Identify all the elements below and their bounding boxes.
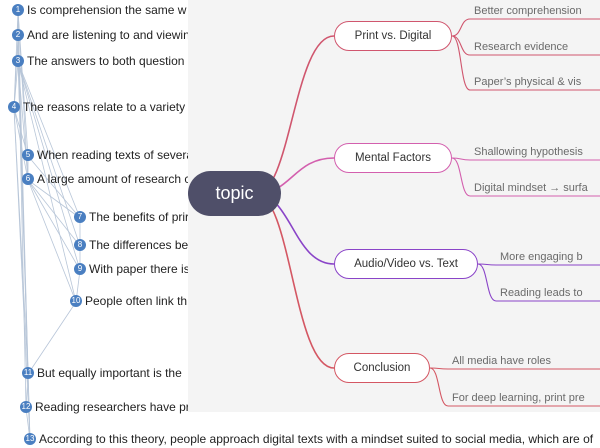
sentence-link-line <box>17 61 81 247</box>
sentence-text: But equally important is the <box>37 366 182 380</box>
mindmap-leaf-label[interactable]: Shallowing hypothesis <box>474 146 583 158</box>
branch-label: Conclusion <box>353 362 411 374</box>
mindmap-branch-node[interactable]: Print vs. Digital <box>334 21 452 51</box>
sentence-link-line <box>13 107 31 441</box>
mindmap-leaf-connector <box>451 157 600 161</box>
branch-label: Print vs. Digital <box>354 30 432 42</box>
sentence-text: Reading researchers have pr <box>35 400 190 414</box>
sentence-number-badge: 8 <box>74 239 86 251</box>
mindmap-leaf-connector <box>429 367 600 407</box>
sentence-number-badge: 11 <box>22 367 34 379</box>
sentence-number-badge: 7 <box>74 211 86 223</box>
sentence-text: People often link th <box>85 294 188 308</box>
sentence-text: A large amount of research c <box>37 172 191 186</box>
mindmap-topic-node[interactable]: topic <box>188 171 281 216</box>
sentence-text: The answers to both question <box>27 54 185 68</box>
mindmap-panel: topic Print vs. Digital Better comprehens… <box>188 0 600 412</box>
sentence-number-badge: 1 <box>12 4 24 16</box>
sentence-link-line <box>27 179 81 219</box>
mindmap-leaf-label[interactable]: Reading leads to <box>500 287 583 299</box>
sentence-text: The benefits of prir <box>89 210 190 224</box>
sentence-text: When reading texts of severa <box>37 148 194 162</box>
sentence-link-line <box>27 179 81 247</box>
sentence-link-line <box>27 179 81 271</box>
sentence-link-line <box>17 61 81 271</box>
mindmap-leaf-connector <box>451 35 600 56</box>
sentence-number-badge: 9 <box>74 263 86 275</box>
mindmap-branch-connector <box>255 35 335 195</box>
sentence-text: The reasons relate to a variety <box>23 100 186 114</box>
topic-label: topic <box>215 183 254 203</box>
mindmap-leaf-label[interactable]: All media have roles <box>452 355 552 367</box>
sentence-number-badge: 10 <box>70 295 82 307</box>
sentence-number-badge: 6 <box>22 173 34 185</box>
mindmap-leaf-connector <box>429 367 600 370</box>
mindmap-branch-connector <box>255 193 335 369</box>
mindmap-leaf-label[interactable]: For deep learning, print pre <box>452 392 585 404</box>
mindmap-leaf-connector <box>477 263 600 302</box>
mindmap-leaf-connector <box>451 157 600 197</box>
sentence-text: With paper there is <box>89 262 190 276</box>
mindmap-leaf-label[interactable]: More engaging b <box>500 251 583 263</box>
mindmap-leaf-label[interactable]: Digital mindset → surfa <box>474 182 588 194</box>
mindmap-branch-node[interactable]: Conclusion <box>334 353 430 383</box>
sentence-number-badge: 13 <box>24 433 36 445</box>
mindmap-leaf-label[interactable]: Paper’s physical & vis <box>474 76 582 88</box>
sentence-number-badge: 5 <box>22 149 34 161</box>
sentence-number-badge: 12 <box>20 401 32 413</box>
sentence-link-line <box>17 61 81 219</box>
mindmap-leaf-connector <box>477 263 600 266</box>
branch-label: Mental Factors <box>354 152 432 164</box>
sentence-link-line <box>17 61 29 375</box>
sentence-number-badge: 4 <box>8 101 20 113</box>
sentence-number-badge: 3 <box>12 55 24 67</box>
branch-label: Audio/Video vs. Text <box>354 258 458 270</box>
sentence-text: According to this theory, people approac… <box>39 432 594 446</box>
mindmap-leaf-label[interactable]: Better comprehension <box>474 5 582 17</box>
sentence-text: Is comprehension the same w <box>27 3 187 17</box>
sentence-number-badge: 2 <box>12 29 24 41</box>
mindmap-leaf-label[interactable]: Research evidence <box>474 41 569 53</box>
sentence-link-line <box>27 301 77 375</box>
sentence-connectors <box>13 10 81 441</box>
sentence-text: And are listening to and viewin <box>27 28 190 42</box>
sentence-link-line <box>27 179 77 303</box>
sentence-text: The differences be <box>89 238 189 252</box>
sentence-link-line <box>17 61 77 303</box>
mindmap-leaf-connector <box>451 18 600 37</box>
sentence-link-line <box>27 155 81 219</box>
sentence-link-line <box>13 61 19 109</box>
mindmap-branch-node[interactable]: Audio/Video vs. Text <box>334 249 478 279</box>
mindmap-leaf-connector <box>451 35 600 91</box>
mindmap-branch-node[interactable]: Mental Factors <box>334 143 452 173</box>
